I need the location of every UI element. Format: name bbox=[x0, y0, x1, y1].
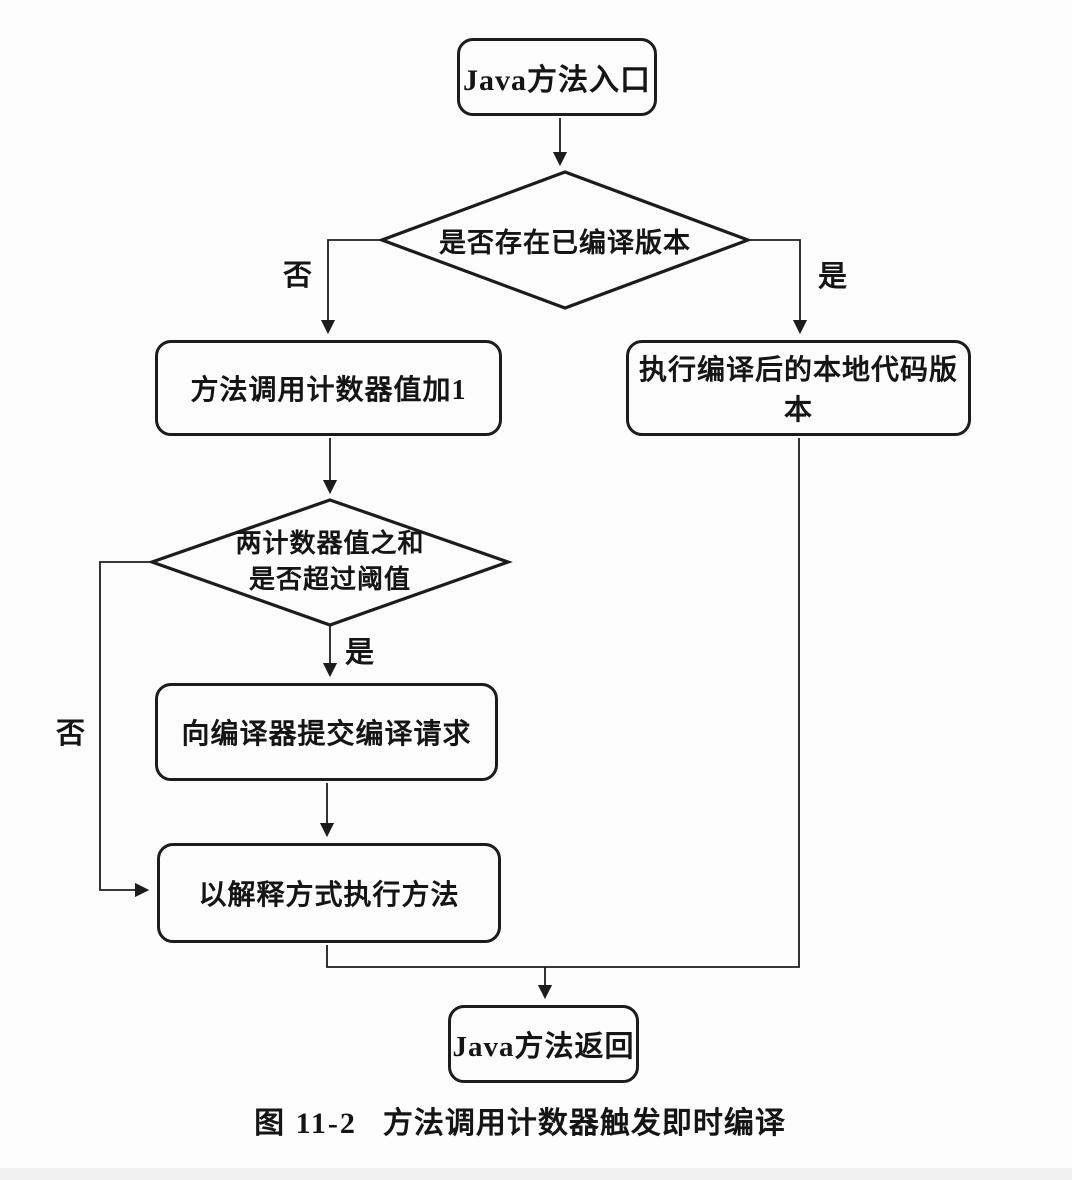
edge-merge-rail bbox=[326, 438, 800, 968]
edge-label-compiled-no: 否 bbox=[283, 260, 313, 292]
edge-threshold-no-loop bbox=[99, 561, 152, 898]
node-submit-compile-request: 向编译器提交编译请求 bbox=[155, 683, 498, 781]
node-execute-native-code: 执行编译后的本地代码版本 bbox=[626, 340, 971, 436]
figure-caption: 图 11-2 方法调用计数器触发即时编译 bbox=[0, 1098, 1040, 1142]
edge-compiled-yes bbox=[748, 239, 808, 335]
node-label: 以解释方式执行方法 bbox=[198, 880, 460, 911]
node-increment-invocation-counter: 方法调用计数器值加1 bbox=[155, 340, 502, 436]
edge-compiled-no bbox=[320, 239, 382, 335]
node-interpret-execute: 以解释方式执行方法 bbox=[157, 843, 501, 943]
edge-label-threshold-yes: 是 bbox=[345, 637, 375, 669]
decision-compiled-shape bbox=[377, 170, 753, 310]
node-label: 向编译器提交编译请求 bbox=[181, 719, 472, 750]
figure-title: 方法调用计数器触发即时编译 bbox=[382, 1107, 786, 1140]
edge-label-compiled-yes: 是 bbox=[818, 261, 848, 293]
node-java-method-return: Java方法返回 bbox=[448, 1005, 639, 1083]
page-edge-shadow bbox=[0, 1168, 1072, 1180]
node-label: 执行编译后的本地代码版本 bbox=[638, 355, 958, 426]
figure-number: 图 11-2 bbox=[254, 1107, 357, 1140]
node-label: 方法调用计数器值加1 bbox=[190, 375, 467, 406]
decision-threshold-shape bbox=[147, 498, 513, 627]
node-java-method-entry: Java方法入口 bbox=[457, 38, 657, 116]
node-label: Java方法入口 bbox=[463, 64, 651, 97]
edge-label-threshold-no: 否 bbox=[56, 718, 86, 750]
node-label: Java方法返回 bbox=[452, 1031, 635, 1063]
